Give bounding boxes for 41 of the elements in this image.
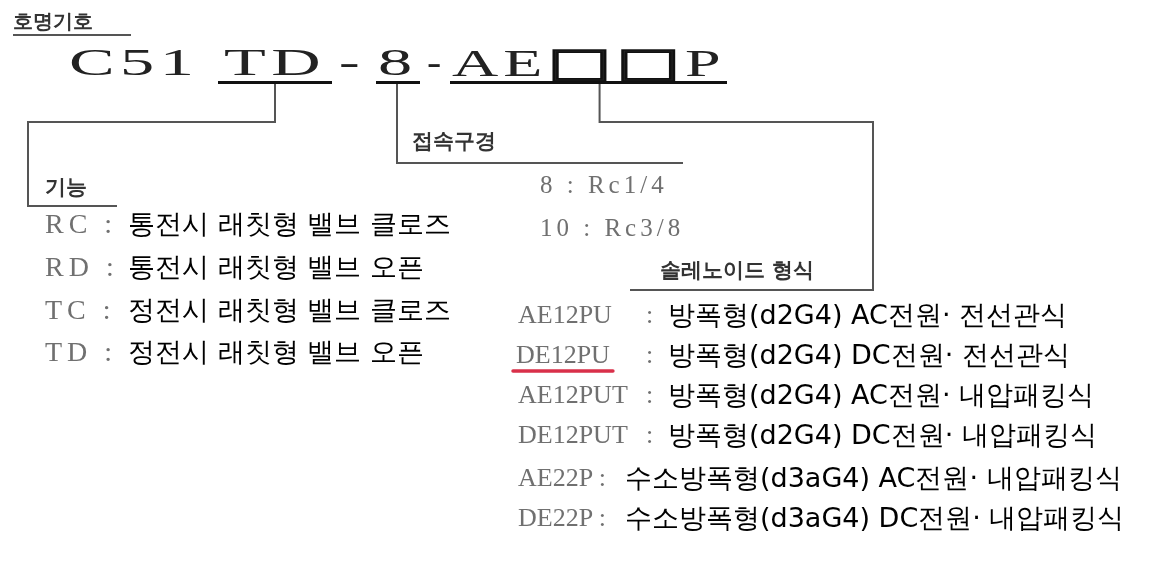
heading-bracket — [396, 124, 683, 164]
option-description: 방폭형(d2G4) AC전원· 내압패킹식 — [668, 379, 1095, 411]
option-description: 통전시 래칫형 밸브 오픈 — [128, 251, 424, 283]
option-description: 수소방폭형(d3aG4) DC전원· 내압패킹식 — [625, 502, 1125, 534]
option-code: TC : — [45, 294, 116, 326]
section-heading: 접속구경 — [412, 128, 496, 154]
option-code: TD : — [45, 336, 118, 368]
heading-bracket — [630, 248, 874, 291]
option-description: 방폭형(d2G4) DC전원· 내압패킹식 — [668, 419, 1097, 451]
option-description: 정전시 래칫형 밸브 오픈 — [128, 336, 424, 368]
option-description: 통전시 래칫형 밸브 클로즈 — [128, 208, 451, 240]
option-code: AE22P : — [518, 463, 606, 493]
diagram-title: 호명기호 — [13, 8, 131, 36]
leader-line — [396, 83, 398, 125]
separator-colon: : — [646, 340, 654, 370]
underlined-code-segment: TD — [218, 44, 332, 84]
code-separator: - — [426, 44, 446, 80]
option-description: 정전시 래칫형 밸브 클로즈 — [128, 294, 451, 326]
port-size-option: 10 : Rc3/8 — [540, 213, 685, 243]
underlined-code-segment: 8 — [376, 44, 420, 84]
separator-colon: : — [646, 300, 654, 330]
option-description: 수소방폭형(d3aG4) AC전원· 내압패킹식 — [625, 462, 1122, 494]
separator-colon: : — [646, 420, 654, 450]
separator-colon: : — [646, 380, 654, 410]
section-heading: 기능 — [45, 174, 87, 200]
option-code: DE12PU — [516, 340, 610, 370]
option-code: DE22P : — [518, 503, 606, 533]
heading-bracket — [27, 160, 117, 207]
leader-line — [598, 83, 874, 249]
option-code: RD : — [45, 251, 119, 283]
option-code: RC : — [45, 208, 118, 240]
option-code: AE12PUT — [518, 380, 628, 410]
underlined-code-segment: AE□□P — [450, 44, 727, 84]
leader-line — [27, 83, 276, 161]
code-separator: - — [338, 44, 366, 80]
option-description: 방폭형(d2G4) DC전원· 전선관식 — [668, 339, 1070, 371]
option-code: AE12PU — [518, 300, 612, 330]
option-description: 방폭형(d2G4) AC전원· 전선관식 — [668, 299, 1068, 331]
option-code: DE12PUT — [518, 420, 628, 450]
section-heading: 솔레노이드 형식 — [660, 257, 815, 283]
port-size-option: 8 : Rc1/4 — [540, 170, 668, 200]
